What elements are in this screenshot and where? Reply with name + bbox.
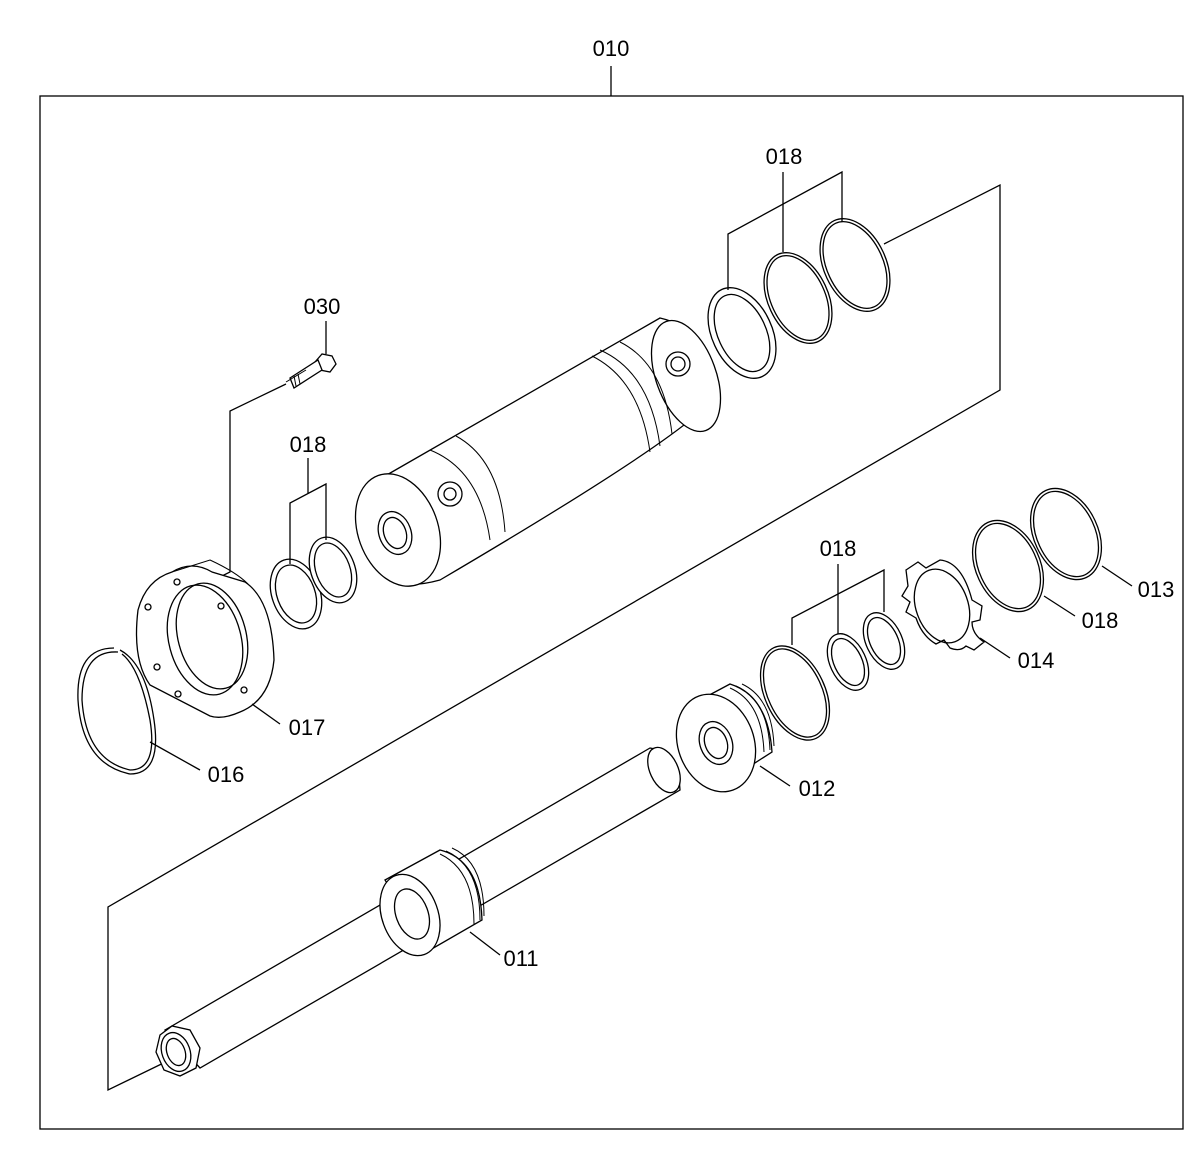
label-014: 014 (1018, 648, 1055, 673)
label-012: 012 (799, 776, 836, 801)
label-010: 010 (593, 36, 630, 61)
leader-013 (1101, 565, 1133, 587)
label-011: 011 (503, 946, 538, 971)
label-016: 016 (208, 762, 245, 787)
cylinder-barrel (354, 317, 722, 587)
label-017: 017 (289, 715, 326, 740)
label-018-mid: 018 (820, 536, 857, 561)
label-030: 030 (304, 294, 341, 319)
leader-018-upper (727, 170, 843, 290)
upper-seal-group (707, 218, 891, 379)
leader-011 (469, 931, 501, 956)
label-013: 013 (1138, 577, 1175, 602)
retaining-ring (77, 647, 157, 775)
right-seal (971, 519, 1045, 613)
exploded-envelope (107, 183, 1001, 1092)
middle-seal-group (759, 612, 906, 741)
leader-018-right (1043, 595, 1076, 617)
label-018-left: 018 (290, 432, 327, 457)
flange (135, 559, 275, 718)
label-018-right: 018 (1082, 608, 1119, 633)
left-seal-group (269, 536, 358, 630)
leader-018-left (289, 482, 327, 564)
leader-012 (759, 765, 791, 787)
lock-washer (901, 559, 986, 651)
seal-013 (1029, 487, 1103, 581)
leader-017 (251, 703, 281, 725)
bolt (285, 353, 337, 389)
leader-016 (149, 741, 201, 771)
leader-014 (979, 637, 1011, 659)
bolt-axis-line (199, 383, 287, 588)
label-018-upper: 018 (766, 144, 803, 169)
piston (675, 683, 775, 793)
piston-rod (155, 746, 681, 1077)
